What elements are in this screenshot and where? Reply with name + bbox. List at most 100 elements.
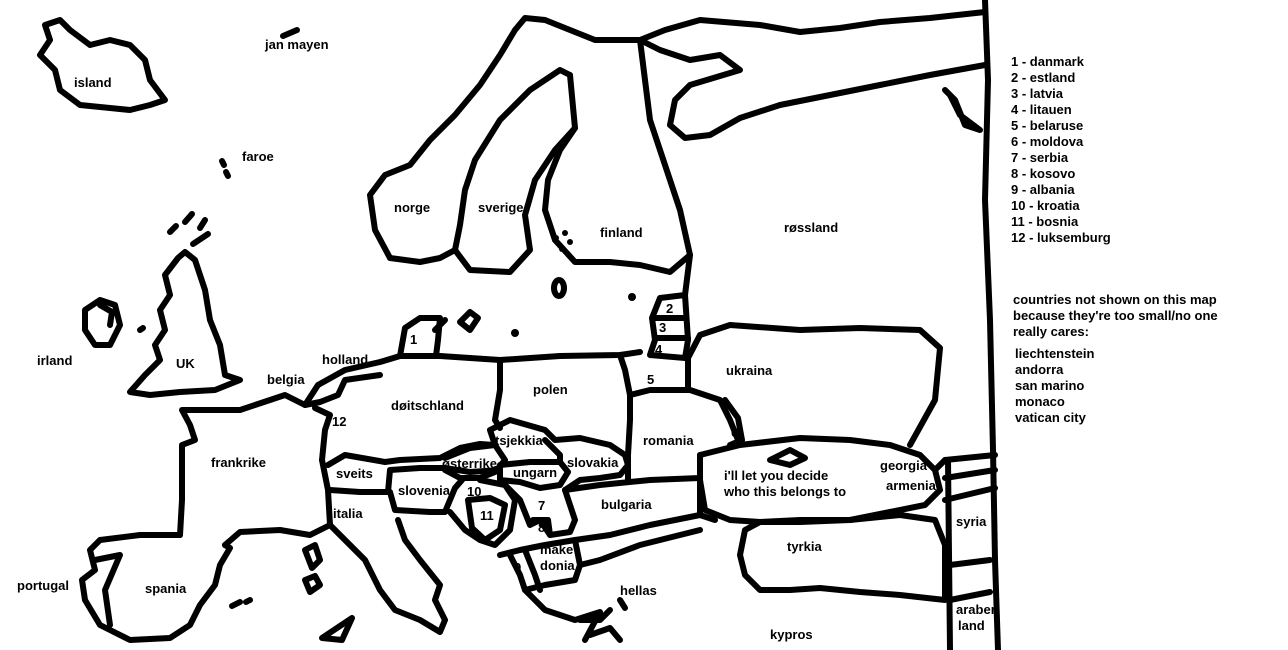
italy-outline <box>327 517 448 635</box>
label-island: island <box>74 75 112 90</box>
ireland-inner <box>97 302 115 328</box>
label-donia: donia <box>540 558 575 573</box>
aland-dot <box>553 235 559 241</box>
iceland-outline <box>37 17 168 113</box>
label-bulgaria: bulgaria <box>601 497 652 512</box>
swiss-border <box>327 465 503 495</box>
small-country: liechtenstein <box>1015 346 1095 361</box>
small-countries-list: liechtenstein andorra san marino monaco … <box>1015 346 1094 426</box>
legend-item: 12 - luksemburg <box>1011 230 1111 245</box>
label-finland: finland <box>600 225 643 240</box>
baltic-island <box>457 309 481 333</box>
france-outline <box>177 392 308 538</box>
small-country: monaco <box>1015 394 1065 409</box>
turkey-outline <box>737 512 948 603</box>
legend-item: 7 - serbia <box>1011 150 1069 165</box>
legend-item: 2 - estland <box>1011 70 1076 85</box>
label-rossland: røssland <box>784 220 839 235</box>
uk-outline <box>127 249 243 398</box>
label-12: 12 <box>332 414 347 429</box>
map-edge-line <box>982 0 1001 650</box>
wales-dot <box>137 325 146 333</box>
jan-mayen-outline <box>280 27 300 39</box>
label-araber: araber <box>956 602 996 617</box>
serbia-border <box>502 482 578 538</box>
baleares <box>229 597 253 609</box>
aland-dot <box>567 239 573 245</box>
france-east-border <box>222 457 333 548</box>
label-ungarn: ungarn <box>513 465 558 480</box>
label-1: 1 <box>410 332 418 347</box>
label-faroe: faroe <box>242 149 274 164</box>
corsica <box>302 573 323 595</box>
label-sverige: sverige <box>478 200 524 215</box>
label-norge: norge <box>394 200 431 215</box>
label-frankrike: frankrike <box>211 455 266 470</box>
label-belgia: belgia <box>267 372 305 387</box>
label-portugal: portugal <box>17 578 69 593</box>
label-8: 8 <box>538 520 546 535</box>
legend-item: 11 - bosnia <box>1011 214 1079 229</box>
label-11: 11 <box>480 508 494 523</box>
saaremaa-dot <box>628 293 636 301</box>
legend-item: 3 - latvia <box>1011 86 1064 101</box>
bulgaria-outline <box>562 475 718 543</box>
legend-item: 10 - kroatia <box>1011 198 1080 213</box>
label-spania: spania <box>145 581 187 596</box>
bosnia-outline <box>465 495 508 543</box>
label-tyrkia: tyrkia <box>787 539 822 554</box>
label-tsjekkia: tsjekkia <box>495 433 543 448</box>
iberia-outline <box>79 532 233 643</box>
label-uk: UK <box>176 356 195 371</box>
label-armenia: armenia <box>886 478 936 493</box>
label-4: 4 <box>655 342 663 357</box>
label-2: 2 <box>666 301 674 316</box>
poland-germany-border <box>492 357 503 431</box>
small-country: san marino <box>1015 378 1085 393</box>
russia-west-border <box>685 322 943 448</box>
label-7: 7 <box>538 498 546 513</box>
greece-north-coast <box>577 527 703 568</box>
continental-north-coast <box>302 349 643 408</box>
benelux-borders <box>302 372 383 463</box>
kola-coast <box>637 37 988 141</box>
label-slovenia: slovenia <box>398 483 451 498</box>
sicily <box>319 615 355 643</box>
denmark-outline <box>397 315 443 359</box>
shetland-outline <box>167 211 211 247</box>
number-legend: 1 - danmark 2 - estland 3 - latvia 4 - l… <box>1011 54 1111 246</box>
label-10: 10 <box>467 484 482 499</box>
finland-outline <box>542 37 693 275</box>
black-sea-region <box>697 435 943 525</box>
alps-border <box>325 417 631 493</box>
macedonia-albania <box>497 537 583 593</box>
white-sea-island <box>942 87 983 133</box>
legend-item: 1 - danmark <box>1011 54 1084 69</box>
small-country: andorra <box>1015 362 1064 377</box>
label-6: 6 <box>731 425 739 440</box>
scandinavia-coast <box>367 9 988 261</box>
label-5: 5 <box>647 372 655 387</box>
label-polen: polen <box>533 382 568 397</box>
label-holland: holland <box>322 352 369 367</box>
label-sveits: sveits <box>336 466 373 481</box>
slovenia-border <box>387 477 465 515</box>
label-osterrike: østerrike <box>442 456 497 471</box>
label-kypros: kypros <box>770 627 813 642</box>
label-decide-line2: who this belongs to <box>724 484 847 499</box>
legend-item: 5 - belaruse <box>1011 118 1084 133</box>
caucasus-borders <box>942 452 998 650</box>
slovakia-border <box>542 437 563 465</box>
estonia-latvia-border <box>652 315 691 341</box>
crimea <box>767 447 808 468</box>
kosovo-outline <box>530 517 553 538</box>
label-syria: syria <box>956 514 987 529</box>
aland-dot <box>562 230 568 236</box>
label-slovakia: slovakia <box>567 455 619 470</box>
label-georgia: georgia <box>880 458 927 473</box>
greece-outline <box>522 587 628 643</box>
aland-dot <box>559 246 565 252</box>
portugal-border <box>92 552 123 628</box>
label-land: land <box>958 618 985 633</box>
